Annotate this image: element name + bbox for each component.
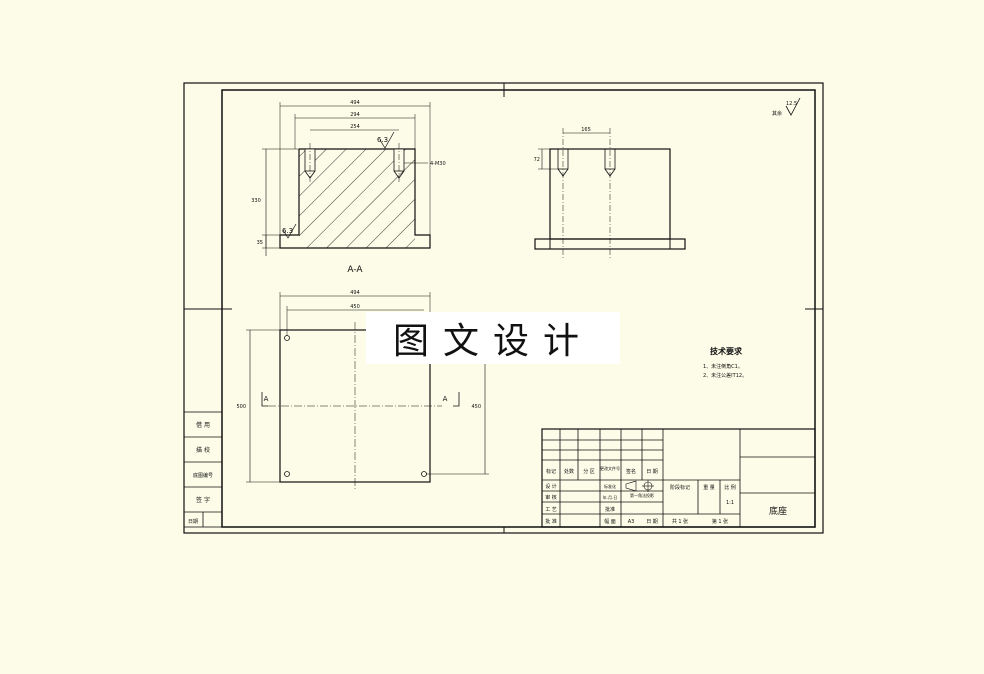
tb-stage-mark: 阶段标记 xyxy=(670,484,690,491)
section-label: A-A xyxy=(347,265,363,275)
tb-header-sign: 签名 xyxy=(626,468,636,475)
strip-base-no: 底图编号 xyxy=(193,472,213,479)
tb-standard: 标准化 xyxy=(604,483,616,489)
tb-scale-val: 1:1 xyxy=(726,500,734,506)
tb-header-doc: 更改文件号 xyxy=(600,465,620,471)
watermark-text: 图文设计 xyxy=(392,321,593,362)
dim-plan-right: 450 xyxy=(471,404,481,410)
tb-date: 日 期 xyxy=(646,519,658,525)
section-mark-left: A xyxy=(264,395,269,403)
dim-sec-base: 35 xyxy=(257,240,263,246)
part-name: 底座 xyxy=(769,505,787,517)
tb-sheet-no: 第 1 张 xyxy=(712,518,728,525)
rough-side: 6.3 xyxy=(282,227,293,235)
section-view xyxy=(262,102,431,256)
side-view xyxy=(534,128,686,260)
tb-sheets-total: 共 1 张 xyxy=(672,518,688,525)
roughness-value: 12.5 xyxy=(786,101,797,107)
dim-side-spacing: 165 xyxy=(581,127,591,133)
outer-border xyxy=(183,82,824,534)
roughness-label: 其余 xyxy=(772,110,782,117)
tb-approve: 批准 xyxy=(605,506,615,513)
tb-role-approve: 批 准 xyxy=(545,518,557,525)
projection-icon xyxy=(625,480,654,492)
tb-sig-date: 年.月.日 xyxy=(603,494,618,500)
dim-plan-holes: 450 xyxy=(350,304,360,310)
roughness-symbol xyxy=(785,97,801,116)
tb-proj: 第一角法投影 xyxy=(630,492,654,498)
tb-header-mark: 标记 xyxy=(546,468,556,475)
dim-side-depth: 72 xyxy=(534,157,540,163)
tb-header-date: 日 期 xyxy=(646,469,658,475)
strip-borrow: 借 用 xyxy=(196,421,210,429)
title-block xyxy=(541,428,816,528)
dim-sec-inner: 254 xyxy=(350,124,360,130)
section-mark-right: A xyxy=(443,395,448,403)
strip-sign: 签 字 xyxy=(196,496,210,504)
tech-title: 技术要求 xyxy=(710,346,743,356)
dim-thread: 4-M30 xyxy=(430,161,446,167)
tb-format-label: 幅 面 xyxy=(604,518,616,525)
tech-item-1: 1、未注倒角C1。 xyxy=(703,363,743,370)
tech-item-2: 2、未注公差IT12。 xyxy=(703,372,747,379)
rough-top: 6.3 xyxy=(377,136,388,144)
watermark-banner: 图文设计 xyxy=(366,312,620,364)
tb-format: A3 xyxy=(628,519,635,525)
dim-sec-mid: 294 xyxy=(350,112,360,118)
tb-role-review: 审 核 xyxy=(545,494,557,501)
dim-sec-height: 330 xyxy=(251,198,261,204)
tb-header-zone: 分 区 xyxy=(583,468,595,475)
dim-plan-total: 494 xyxy=(350,290,360,296)
tb-role-design: 设 计 xyxy=(545,483,557,490)
tb-scale: 比 例 xyxy=(724,484,736,491)
tb-header-count: 处数 xyxy=(564,468,574,475)
left-strip xyxy=(183,411,223,528)
strip-trace: 描 校 xyxy=(196,446,210,454)
dim-sec-total: 494 xyxy=(350,100,360,106)
tb-weight: 重 量 xyxy=(703,484,715,491)
tb-role-process: 工 艺 xyxy=(545,507,557,513)
strip-date: 日期 xyxy=(188,519,198,525)
dim-plan-left: 500 xyxy=(236,404,246,410)
plan-view xyxy=(246,292,489,490)
